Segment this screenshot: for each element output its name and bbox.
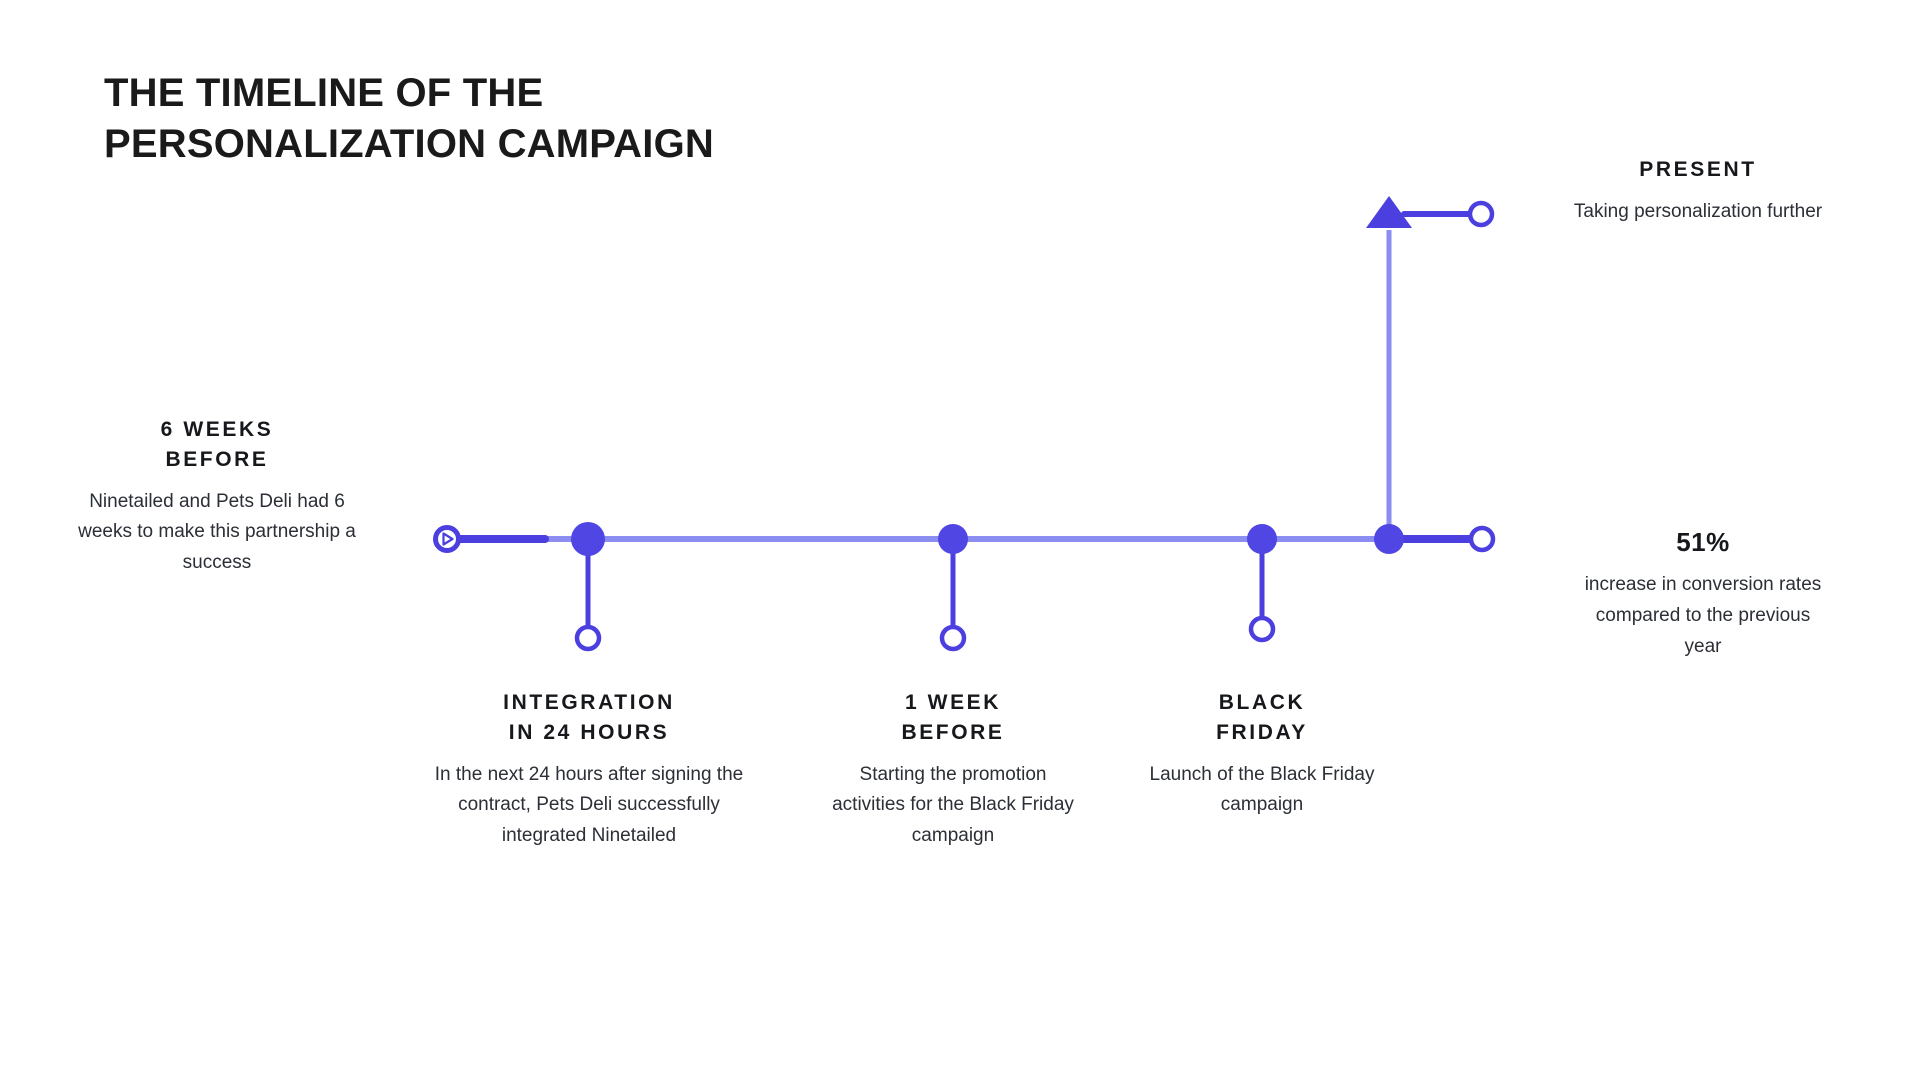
node-dot[interactable] — [1374, 524, 1404, 554]
drop-end-circle[interactable] — [574, 624, 602, 652]
result-stat-value: 51% — [1676, 527, 1730, 557]
timeline-start-play-icon[interactable] — [433, 525, 461, 553]
milestone-one-week-before: 1 WEEK BEFORE Starting the promotion act… — [828, 688, 1078, 852]
milestone-body: Ninetailed and Pets Deli had 6 weeks to … — [78, 490, 356, 574]
milestone-heading-line-2: IN 24 HOURS — [508, 720, 670, 744]
milestone-six-weeks-before: 6 WEEKS BEFORE Ninetailed and Pets Deli … — [72, 415, 362, 579]
milestone-heading: 1 WEEK BEFORE — [828, 688, 1078, 748]
milestone-body: Taking personalization further — [1573, 200, 1823, 222]
milestone-heading-line-1: 1 WEEK — [904, 691, 1002, 714]
timeline-node-one-week-before[interactable] — [938, 524, 968, 652]
milestone-heading: BLACK FRIDAY — [1128, 688, 1396, 748]
milestone-heading-line-1: 6 WEEKS — [160, 418, 274, 441]
milestone-heading-line-2: FRIDAY — [1216, 720, 1308, 744]
milestone-heading-line-2: BEFORE — [901, 720, 1005, 744]
timeline-end-circle[interactable] — [1468, 525, 1496, 553]
drop-end-circle[interactable] — [939, 624, 967, 652]
timeline-node-present[interactable] — [1366, 196, 1495, 554]
node-dot[interactable] — [571, 522, 605, 556]
milestone-heading-line-1: BLACK — [1218, 691, 1306, 714]
page-title-line-1: THE TIMELINE OF THE — [104, 71, 544, 115]
milestone-black-friday: BLACK FRIDAY Launch of the Black Friday … — [1128, 688, 1396, 821]
arrow-up-icon — [1366, 196, 1412, 228]
page-title: THE TIMELINE OF THE PERSONALIZATION CAMP… — [104, 68, 924, 170]
result-stat-description: increase in conversion rates compared to… — [1584, 574, 1822, 657]
milestone-heading-line-2: BEFORE — [165, 447, 269, 471]
milestone-body: In the next 24 hours after signing the c… — [434, 763, 744, 847]
milestone-heading: INTEGRATION IN 24 HOURS — [424, 688, 754, 748]
milestone-body: Launch of the Black Friday campaign — [1149, 763, 1375, 816]
timeline-node-integration-in-24-hours[interactable] — [571, 522, 605, 652]
result-stat-block: 51% increase in conversion rates compare… — [1578, 527, 1828, 662]
node-dot[interactable] — [1247, 524, 1277, 554]
milestone-heading-line-1: PRESENT — [1639, 158, 1757, 181]
milestone-heading: 6 WEEKS BEFORE — [72, 415, 362, 475]
milestone-present: PRESENT Taking personalization further — [1548, 155, 1848, 228]
node-dot[interactable] — [938, 524, 968, 554]
present-end-circle[interactable] — [1467, 200, 1495, 228]
drop-end-circle[interactable] — [1248, 615, 1276, 643]
milestone-integration-in-24-hours: INTEGRATION IN 24 HOURS In the next 24 h… — [424, 688, 754, 852]
milestone-heading-line-1: INTEGRATION — [503, 691, 675, 714]
page-title-line-2: PERSONALIZATION CAMPAIGN — [104, 122, 714, 167]
milestone-heading: PRESENT — [1548, 155, 1848, 185]
milestone-body: Starting the promotion activities for th… — [832, 763, 1074, 847]
timeline-node-black-friday[interactable] — [1247, 524, 1277, 643]
